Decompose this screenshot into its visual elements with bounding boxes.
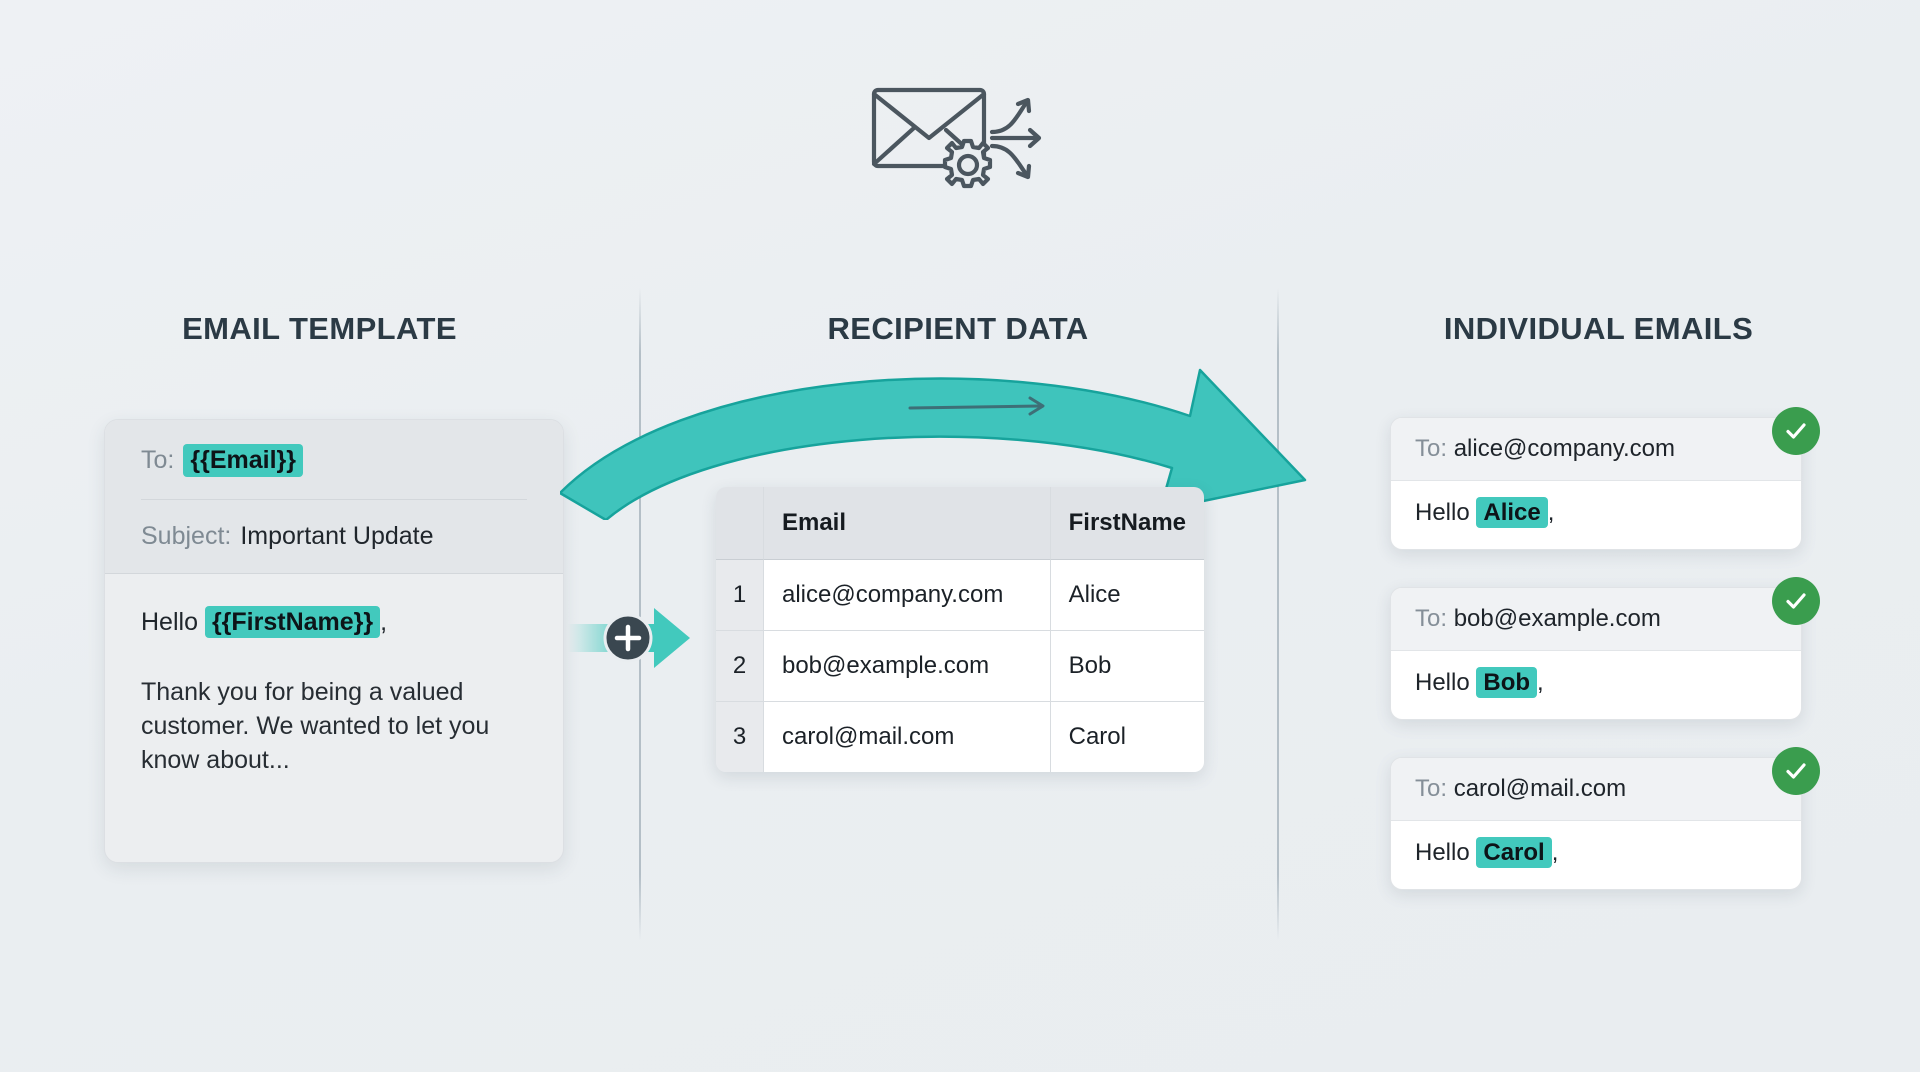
- header-mail-merge-icon: [871, 87, 1042, 189]
- template-subject-label: Subject:: [141, 522, 232, 550]
- email-card-to-value: carol@mail.com: [1453, 775, 1627, 802]
- column-divider-left: [639, 288, 641, 940]
- cell-firstname: Alice: [1050, 560, 1204, 631]
- flow-inner-arrows: [908, 396, 1045, 416]
- table-header-row: Email FirstName: [716, 487, 1204, 560]
- page-title-recipient-data: RECIPIENT DATA: [827, 311, 1089, 346]
- row-number: 1: [716, 560, 764, 631]
- email-card-header: To: bob@example.com: [1391, 588, 1801, 651]
- table-header: Email FirstName: [716, 487, 1204, 560]
- cell-firstname: Bob: [1050, 631, 1204, 702]
- email-card-greeting-prefix: Hello: [1415, 669, 1470, 696]
- plus-glyph: [614, 624, 642, 652]
- individual-email-card: To: carol@mail.com Hello Carol,: [1390, 757, 1802, 890]
- status-badge-sent: [1772, 577, 1820, 625]
- plus-connector: [568, 608, 690, 668]
- check-icon: [1786, 763, 1806, 779]
- email-card-header: To: alice@company.com: [1391, 418, 1801, 481]
- email-card-name: Alice: [1476, 497, 1548, 528]
- template-paragraph: Thank you for being a valued customer. W…: [141, 678, 490, 774]
- email-card-greeting-prefix: Hello: [1415, 839, 1470, 866]
- template-to-row: To: {{Email}}: [141, 444, 527, 500]
- arrow-right-icon: [642, 608, 690, 668]
- cell-email: alice@company.com: [763, 560, 1051, 631]
- email-card-greeting-prefix: Hello: [1415, 499, 1470, 526]
- email-card-body: Hello Alice,: [1391, 481, 1801, 549]
- template-to-token: {{Email}}: [183, 444, 303, 477]
- email-card-body: Hello Bob,: [1391, 651, 1801, 719]
- status-badge-sent: [1772, 747, 1820, 795]
- template-firstname-token: {{FirstName}}: [204, 606, 381, 638]
- row-number: 2: [716, 631, 764, 702]
- individual-email-card: To: alice@company.com Hello Alice,: [1390, 417, 1802, 550]
- template-subject-row: Subject: Important Update: [141, 500, 527, 551]
- cell-email: carol@mail.com: [763, 702, 1051, 772]
- gear-icon: [942, 138, 993, 189]
- page-title-individual-emails: INDIVIDUAL EMAILS: [1443, 311, 1754, 346]
- table-row: 1 alice@company.com Alice: [716, 560, 1204, 631]
- email-card-header: To: carol@mail.com: [1391, 758, 1801, 821]
- column-header-firstname: FirstName: [1050, 487, 1204, 560]
- email-card-to-value: alice@company.com: [1453, 435, 1676, 462]
- column-header-email: Email: [763, 487, 1051, 560]
- envelope-icon: [871, 87, 987, 169]
- table-row: 3 carol@mail.com Carol: [716, 702, 1204, 772]
- cell-firstname: Carol: [1050, 702, 1204, 772]
- email-card-name: Carol: [1476, 837, 1552, 868]
- email-card-to-label: To:: [1415, 605, 1448, 632]
- split-arrows-icon: [989, 97, 1042, 180]
- email-card-to-value: bob@example.com: [1453, 605, 1661, 632]
- email-card-greeting-suffix: ,: [1547, 499, 1555, 526]
- recipient-data-table: Email FirstName 1 alice@company.com Alic…: [716, 487, 1204, 772]
- template-body: Hello {{FirstName}}, Thank you for being…: [105, 574, 563, 777]
- email-card-to-label: To:: [1415, 435, 1448, 462]
- template-greeting: Hello {{FirstName}},: [141, 606, 527, 638]
- template-to-label: To:: [141, 446, 175, 474]
- email-card-body: Hello Carol,: [1391, 821, 1801, 889]
- template-subject-value: Important Update: [240, 522, 434, 550]
- check-icon: [1786, 593, 1806, 609]
- check-icon: [1786, 423, 1806, 439]
- column-header-rownum: [716, 487, 764, 560]
- row-number: 3: [716, 702, 764, 772]
- email-template-card: To: {{Email}} Subject: Important Update …: [104, 419, 564, 863]
- template-greeting-suffix: ,: [380, 608, 388, 636]
- table-row: 2 bob@example.com Bob: [716, 631, 1204, 702]
- email-card-greeting-suffix: ,: [1551, 839, 1559, 866]
- cell-email: bob@example.com: [763, 631, 1051, 702]
- page-title-email-template: EMAIL TEMPLATE: [182, 311, 457, 346]
- table-body: 1 alice@company.com Alice 2 bob@example.…: [716, 560, 1204, 772]
- email-card-greeting-suffix: ,: [1537, 669, 1544, 696]
- email-card-to-label: To:: [1415, 775, 1448, 802]
- template-greeting-prefix: Hello: [141, 608, 198, 636]
- column-divider-right: [1277, 288, 1279, 940]
- email-card-name: Bob: [1476, 667, 1538, 698]
- template-header: To: {{Email}} Subject: Important Update: [105, 420, 563, 574]
- status-badge-sent: [1772, 407, 1820, 455]
- individual-email-card: To: bob@example.com Hello Bob,: [1390, 587, 1802, 720]
